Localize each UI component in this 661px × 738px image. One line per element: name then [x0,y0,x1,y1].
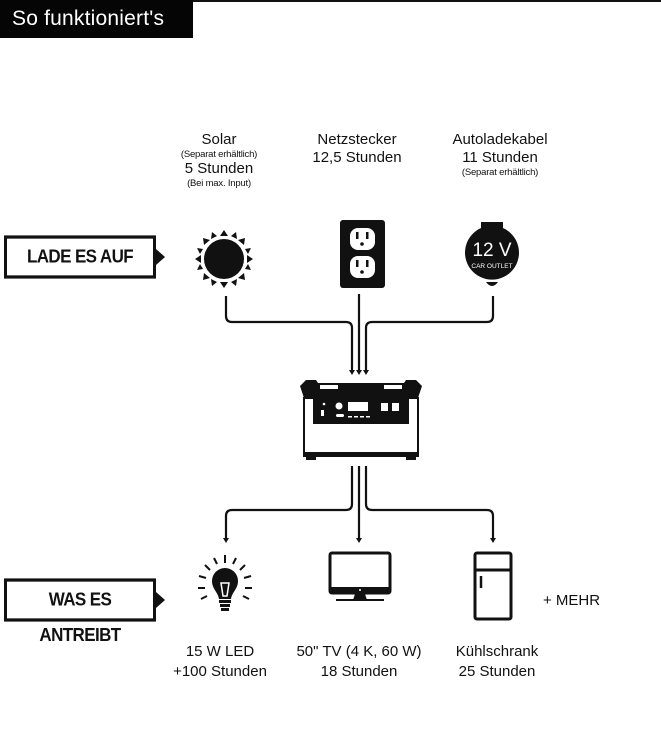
output-duration: 25 Stunden [458,663,536,680]
page-title: So funktioniert's [0,0,193,38]
sun-icon [195,230,253,288]
car-outlet-caption: CAR OUTLET [471,263,512,270]
more-label: + MEHR [543,592,601,609]
car-connector [364,296,495,370]
output-label-led: 15 W LED +100 Stunden [135,642,305,682]
callout-pointer [156,592,165,608]
output-duration: 18 Stunden [320,663,398,680]
output-label-fridge: Kühlschrank 25 Stunden [412,642,582,682]
output-label-tv: 50" TV (4 K, 60 W) 18 Stunden [274,642,444,682]
source-note: (Separat erhältlich) [180,149,258,160]
source-label-car: Autoladekabel 11 Stunden (Separat erhält… [420,131,580,178]
light-bulb-icon [198,555,252,611]
source-name: Netzstecker [317,131,397,148]
output-lines [224,466,495,538]
car-outlet-icon: 12 V CAR OUTLET [464,222,519,286]
source-duration: 12,5 Stunden [312,149,402,166]
source-label-wall: Netzstecker 12,5 Stunden [277,131,437,167]
car-outlet-voltage: 12 V [472,240,511,261]
source-label-solar: Solar (Separat erhältlich) 5 Stunden (Be… [139,131,299,190]
source-name: Solar [201,131,237,148]
output-arrowheads [223,538,496,543]
callout-power: WAS ES ANTREIBT [4,578,156,645]
header-rule [190,0,661,2]
output-name: Kühlschrank [455,643,539,660]
tv-icon [328,551,392,601]
led-connector [224,466,354,538]
source-note: (Bei max. Input) [187,178,251,190]
source-duration: 5 Stunden [184,160,254,178]
fridge-icon [473,551,513,621]
source-note: (Separat erhältlich) [461,167,539,178]
source-duration: 11 Stunden [462,149,538,166]
output-name: 50" TV (4 K, 60 W) [296,643,422,660]
fridge-connector [364,466,495,538]
solar-connector [224,296,354,370]
output-name: 15 W LED [185,643,255,660]
output-duration: +100 Stunden [173,663,267,680]
wall-outlet-icon [340,220,385,288]
callout-pointer [156,249,165,265]
power-station-icon [300,380,422,460]
input-arrowheads [349,370,369,375]
source-name: Autoladekabel [452,131,548,148]
input-lines [224,294,495,370]
callout-charge: LADE ES AUF [4,235,156,279]
